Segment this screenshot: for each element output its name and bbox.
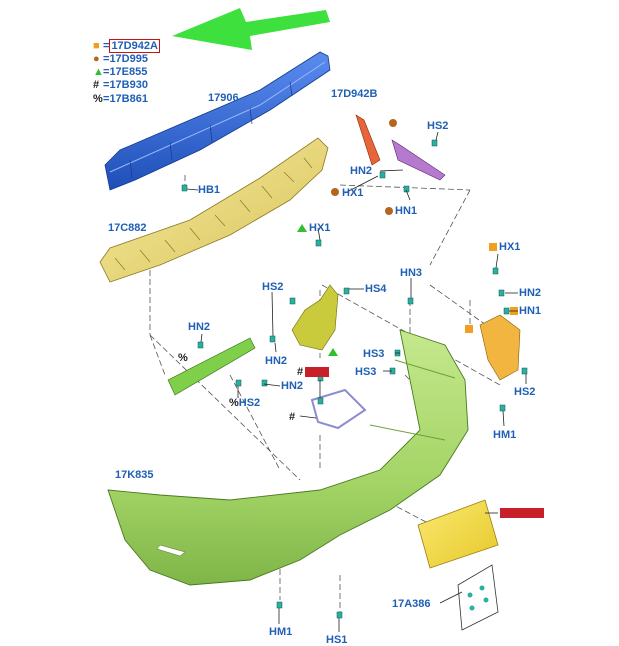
percent-marker: % (178, 352, 188, 364)
part-label-hs2-percent[interactable]: %HS2 (229, 397, 260, 409)
part-label-hs4[interactable]: HS4 (365, 283, 387, 295)
hash-symbol: # (297, 366, 304, 378)
legend-code[interactable]: 17B930 (109, 79, 148, 91)
legend-equals: = (103, 66, 110, 78)
legend-code[interactable]: 17E855 (109, 66, 148, 78)
callout-leaders (186, 131, 527, 632)
legend-equals: = (103, 40, 110, 52)
legend-code[interactable]: 17D995 (109, 53, 148, 65)
green-triangle-icon (328, 348, 338, 356)
redacted-code-tag[interactable] (305, 367, 330, 378)
green-triangle-icon (297, 224, 307, 232)
orange-square-icon (489, 243, 497, 251)
percent-symbol: % (229, 397, 239, 409)
orange-square-icon: ■ (93, 40, 100, 52)
part-label-hs1[interactable]: HS1 (326, 634, 348, 646)
legend-row: ■=17D942A (93, 39, 160, 53)
right-bracket (479, 314, 521, 381)
part-label-17906[interactable]: 17906 (208, 92, 239, 104)
part-label-hn1[interactable]: HN1 (519, 305, 542, 317)
legend-equals: = (103, 53, 110, 65)
orange-square-icon (465, 325, 473, 333)
part-label-hx1[interactable]: HX1 (342, 187, 364, 199)
part-label-hb1[interactable]: HB1 (198, 184, 221, 196)
center-bracket (291, 284, 339, 351)
redacted-code-tag-plate[interactable] (500, 508, 544, 521)
part-label-hn3[interactable]: HN3 (400, 267, 423, 279)
green-triangle-icon: ▲ (93, 66, 104, 78)
hash-marker: # (297, 366, 330, 378)
part-label-hm1[interactable]: HM1 (269, 626, 293, 638)
percent-icon: % (93, 93, 103, 105)
pointer-arrow-icon (172, 8, 330, 50)
brown-dot-icon (389, 119, 397, 127)
part-label-hs2[interactable]: HS2 (262, 281, 284, 293)
hs2-text: HS2 (238, 397, 261, 409)
legend-equals: = (103, 79, 110, 91)
brown-dot-icon (331, 188, 339, 196)
brown-dot-icon (385, 207, 393, 215)
hash-icon: # (93, 79, 100, 91)
part-label-hn2[interactable]: HN2 (265, 355, 288, 367)
legend-code-highlighted[interactable]: 17D942A (109, 39, 160, 53)
bumper-cover-17K835 (107, 329, 469, 586)
part-label-17D942B[interactable]: 17D942B (331, 88, 378, 100)
part-label-17K835[interactable]: 17K835 (115, 469, 154, 481)
part-label-hm1[interactable]: HM1 (493, 429, 517, 441)
bracket-17D942B (355, 114, 446, 181)
legend-equals: = (103, 93, 110, 105)
legend-row: ●=17D995 (93, 53, 148, 66)
part-label-hx1[interactable]: HX1 (309, 222, 331, 234)
part-label-hx1[interactable]: HX1 (499, 241, 521, 253)
fastener-kit-17A386 (457, 564, 499, 631)
hash-marker: # (289, 411, 296, 423)
part-label-hs3[interactable]: HS3 (355, 366, 377, 378)
part-label-hs2[interactable]: HS2 (514, 386, 536, 398)
left-bracket-strip (167, 337, 256, 396)
license-plate (417, 499, 499, 569)
legend-row: %=17B861 (93, 93, 148, 106)
part-label-17C882[interactable]: 17C882 (108, 222, 147, 234)
part-label-hs2[interactable]: HS2 (427, 120, 449, 132)
energy-absorber-17C882 (99, 137, 329, 283)
fasteners (181, 139, 528, 619)
legend-row: ▲=17E855 (93, 66, 147, 79)
part-label-hn2[interactable]: HN2 (281, 380, 304, 392)
brown-dot-icon: ● (93, 53, 100, 65)
plate-bracket (310, 388, 367, 430)
legend-row: #=17B930 (93, 79, 148, 92)
bumper-beam-17906 (104, 51, 331, 191)
part-label-hn1[interactable]: HN1 (395, 205, 418, 217)
part-label-hn2[interactable]: HN2 (519, 287, 542, 299)
part-label-hn2[interactable]: HN2 (350, 165, 373, 177)
legend-code[interactable]: 17B861 (109, 93, 148, 105)
part-label-hn2[interactable]: HN2 (188, 321, 211, 333)
part-label-hs3[interactable]: HS3 (363, 348, 385, 360)
part-label-17A386[interactable]: 17A386 (392, 598, 431, 610)
